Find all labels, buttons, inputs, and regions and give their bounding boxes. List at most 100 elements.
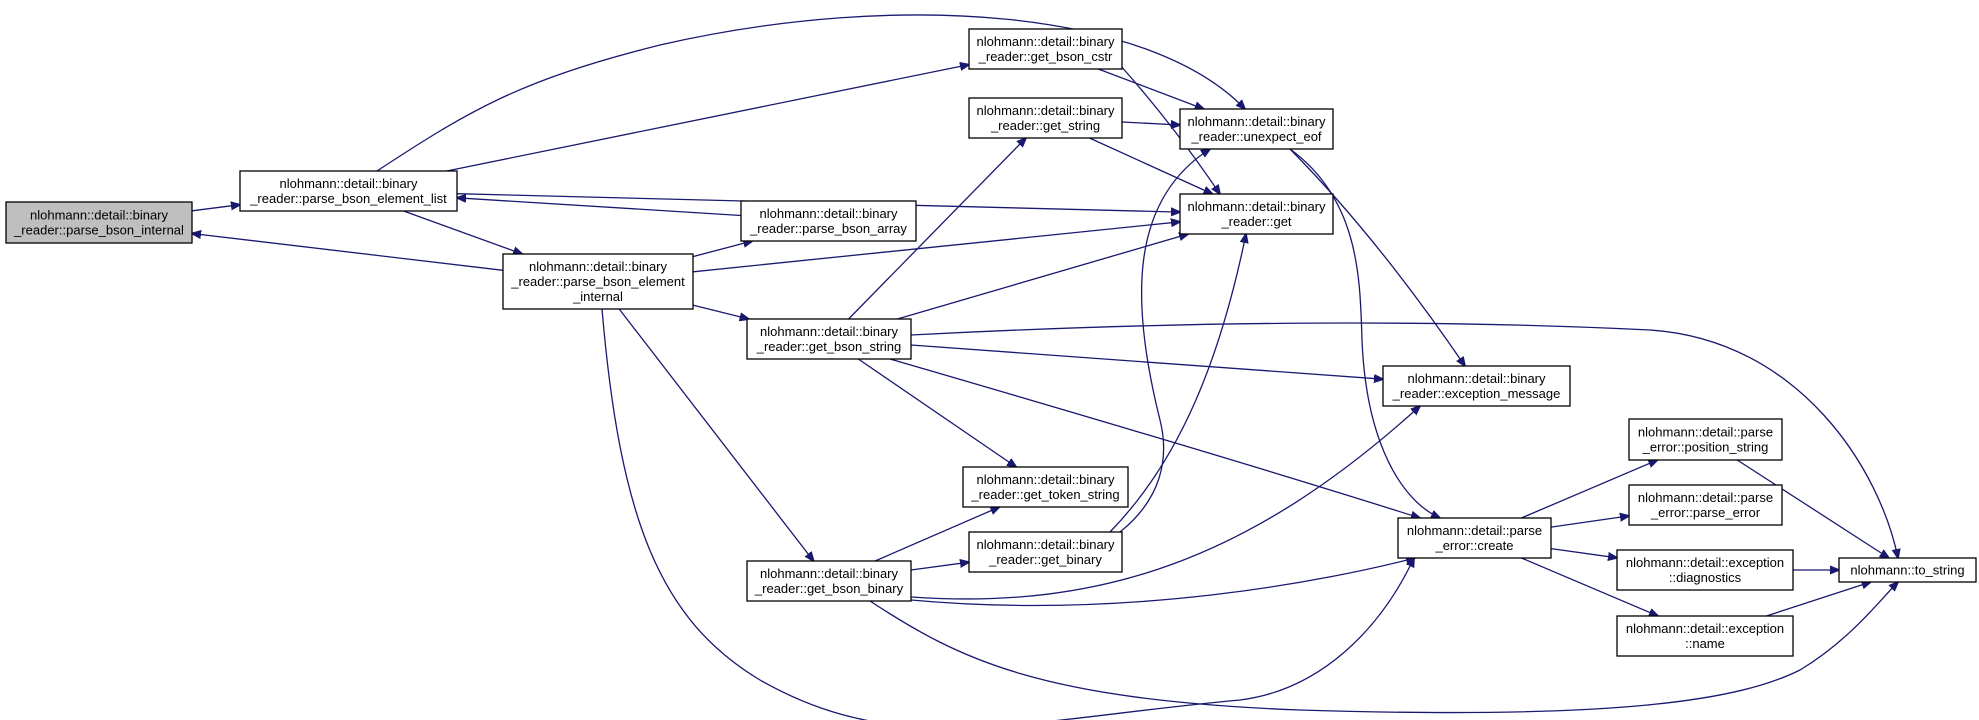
node-name[interactable]: nlohmann::detail::exception::name (1616, 615, 1794, 657)
node-label-line: _reader::get_string (990, 118, 1100, 133)
call-edge-parse-bson-element-list-to-get-bson-cstr (446, 65, 969, 172)
node-get-bson-binary[interactable]: nlohmann::detail::binary_reader::get_bso… (746, 560, 912, 602)
node-label-line: nlohmann::detail::binary (760, 324, 899, 339)
call-edge-get-bson-binary-to-get-token-string (874, 507, 999, 562)
node-get-bson-cstr[interactable]: nlohmann::detail::binary_reader::get_bso… (968, 28, 1123, 70)
call-edge-position-string-to-to-string (1736, 459, 1889, 558)
edge-path (897, 234, 1188, 320)
node-create[interactable]: nlohmann::detail::parse_error::create (1397, 517, 1552, 559)
edge-path (403, 210, 523, 254)
node-label-line: _reader::parse_bson_element (510, 274, 685, 289)
node-parse-bson-element-list[interactable]: nlohmann::detail::binary_reader::parse_b… (239, 170, 458, 212)
node-label-line: _reader::parse_bson_array (749, 221, 907, 236)
node-box (1397, 517, 1552, 559)
edge-path (1521, 460, 1657, 519)
edge-path (1289, 148, 1440, 518)
node-get-bson-string[interactable]: nlohmann::detail::binary_reader::get_bso… (746, 318, 912, 360)
call-edge-get-string-to-unexpect-eof (1121, 122, 1180, 125)
node-label-line: nlohmann::detail::parse (1407, 523, 1542, 538)
node-box (1628, 418, 1783, 461)
node-unexpect-eof[interactable]: nlohmann::detail::binary_reader::unexpec… (1179, 108, 1334, 150)
node-label-line: ::name (1685, 636, 1725, 651)
node-box (1838, 557, 1977, 583)
node-label-line: _reader::parse_bson_element_list (249, 191, 447, 206)
call-edge-parse-bson-element-internal-to-get (692, 222, 1180, 273)
node-parse-bson-element-internal[interactable]: nlohmann::detail::binary_reader::parse_b… (502, 253, 694, 310)
node-box (968, 28, 1123, 70)
node-box (746, 318, 912, 360)
node-get[interactable]: nlohmann::detail::binary_reader::get (1179, 193, 1334, 235)
node-box (968, 97, 1123, 139)
node-get-token-string[interactable]: nlohmann::detail::binary_reader::get_tok… (962, 466, 1129, 508)
call-edge-get-bson-string-to-get (897, 234, 1188, 320)
node-parse-error[interactable]: nlohmann::detail::parse_error::parse_err… (1628, 484, 1783, 526)
node-get-binary[interactable]: nlohmann::detail::binary_reader::get_bin… (968, 531, 1123, 573)
node-label-line: nlohmann::detail::binary (279, 176, 418, 191)
edge-path (1119, 149, 1210, 533)
call-edge-get-bson-binary-to-get-binary (910, 562, 969, 571)
edge-path (874, 507, 999, 562)
node-label-line: nlohmann::detail::binary (759, 206, 898, 221)
edge-path (191, 205, 240, 212)
node-box (1179, 108, 1334, 150)
edge-path (601, 308, 1414, 720)
node-label-line: _reader::get_bson_binary (754, 581, 904, 596)
edge-path (1736, 459, 1889, 558)
node-box (746, 560, 912, 602)
edge-path (376, 14, 1245, 172)
node-label-line: nlohmann::detail::binary (1407, 371, 1546, 386)
node-label-line: _reader::parse_bson_internal (13, 223, 184, 238)
node-label-line: nlohmann::detail::parse (1638, 490, 1773, 505)
call-edges (191, 14, 1898, 720)
node-box (5, 201, 193, 244)
node-label-line: nlohmann::detail::binary (976, 537, 1115, 552)
call-edge-parse-bson-element-internal-to-parse-bson-internal (192, 234, 504, 271)
node-parse-bson-array[interactable]: nlohmann::detail::binary_reader::parse_b… (740, 200, 917, 242)
node-label-line: nlohmann::detail::exception (1626, 555, 1784, 570)
edge-path (857, 358, 1016, 467)
node-label-line: nlohmann::to_string (1850, 563, 1964, 578)
node-box (962, 466, 1129, 508)
call-edge-create-to-parse-error (1550, 516, 1629, 528)
node-box (1616, 549, 1794, 591)
node-position-string[interactable]: nlohmann::detail::parse_error::position_… (1628, 418, 1783, 461)
call-edge-unexpect-eof-to-create (1289, 148, 1440, 518)
node-get-string[interactable]: nlohmann::detail::binary_reader::get_str… (968, 97, 1123, 139)
node-parse-bson-internal[interactable]: nlohmann::detail::binary_reader::parse_b… (5, 201, 193, 244)
node-label-line: _reader::exception_message (1392, 386, 1561, 401)
call-edge-get-bson-string-to-get-token-string (857, 358, 1016, 467)
call-edge-unexpect-eof-to-exception-message (1289, 148, 1465, 366)
call-edge-get-bson-cstr-to-unexpect-eof (1098, 68, 1204, 109)
call-edge-get-bson-string-to-to-string (910, 322, 1898, 558)
node-label-line: _reader::get_bson_string (756, 339, 902, 354)
call-nodes: nlohmann::detail::binary_reader::parse_b… (5, 28, 1977, 657)
edge-path (889, 358, 1420, 518)
node-label-line: _reader::get_binary (988, 552, 1102, 567)
node-to-string[interactable]: nlohmann::to_string (1838, 557, 1977, 583)
node-diagnostics[interactable]: nlohmann::detail::exception::diagnostics (1616, 549, 1794, 591)
edge-path (1289, 148, 1465, 366)
call-edge-parse-bson-element-list-to-parse-bson-element-internal (403, 210, 523, 254)
node-box (1382, 365, 1571, 407)
call-edge-get-bson-binary-to-to-string (869, 582, 1898, 714)
node-label-line: _reader::get_bson_cstr (978, 49, 1113, 64)
node-label-line: ::diagnostics (1669, 570, 1742, 585)
node-label-line: nlohmann::detail::binary (1187, 114, 1326, 129)
edge-path (1109, 234, 1246, 533)
call-edge-parse-bson-array-to-parse-bson-element-list (457, 198, 742, 217)
node-label-line: nlohmann::detail::binary (976, 472, 1115, 487)
edge-path (910, 406, 1420, 600)
edge-path (692, 304, 749, 319)
call-edge-get-bson-cstr-to-get (1119, 64, 1220, 194)
node-label-line: nlohmann::detail::binary (976, 34, 1115, 49)
node-exception-message[interactable]: nlohmann::detail::binary_reader::excepti… (1382, 365, 1571, 407)
node-label-line: _error::parse_error (1650, 505, 1761, 520)
edge-path (1121, 122, 1180, 125)
edge-path (618, 308, 813, 561)
call-edge-parse-bson-element-internal-to-parse-bson-array (692, 241, 752, 258)
edge-path (1766, 582, 1870, 617)
edge-path (457, 198, 742, 217)
node-label-line: nlohmann::detail::binary (760, 566, 899, 581)
node-label-line: nlohmann::detail::binary (30, 208, 169, 223)
